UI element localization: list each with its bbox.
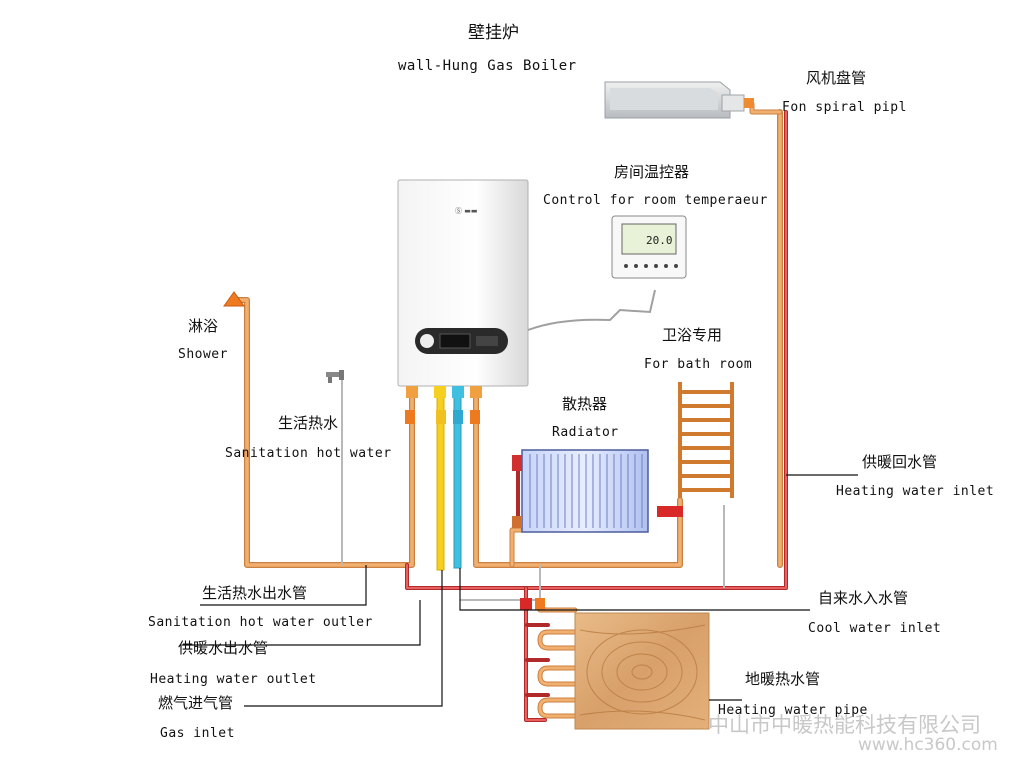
heating-outlet-label-en: Heating water outlet [150, 672, 317, 687]
fan-label-en: Fon spiral pipl [782, 100, 907, 115]
return-water-pipes [405, 110, 788, 722]
shower-label-cn: 淋浴 [188, 317, 219, 335]
shower-label-en: Shower [178, 347, 228, 362]
sanitation-label-cn: 生活热水 [278, 414, 339, 432]
gas-label-en: Gas inlet [160, 726, 235, 741]
thermostat-reading: 20.0 [646, 234, 673, 247]
manifold-valve [520, 598, 532, 610]
floor-label-cn: 地暖热水管 [745, 670, 821, 688]
towel-radiator [678, 382, 734, 498]
thermostat-label-en: Control for room temperaeur [543, 193, 768, 208]
room-thermostat: 20.0 [611, 215, 687, 279]
watermark-url: www.hc360.com [858, 735, 998, 755]
boiler-title-cn: 壁挂炉 [468, 23, 519, 43]
thermostat-label-cn: 房间温控器 [614, 163, 690, 181]
radiator-label-en: Radiator [552, 425, 619, 440]
leader-lines [182, 474, 858, 707]
svg-text:Ⓢ ▬▬: Ⓢ ▬▬ [455, 207, 477, 215]
gas-boiler: Ⓢ ▬▬ [397, 179, 529, 424]
shower-head-icon [223, 291, 245, 307]
radiator-label-cn: 散热器 [562, 395, 608, 413]
floor-heating-panel [574, 612, 710, 730]
floor-label-en: Heating water pipe [718, 703, 868, 718]
boiler-title-en: wall-Hung Gas Boiler [398, 58, 577, 74]
bath-label-cn: 卫浴专用 [662, 326, 723, 344]
sanitation-outlet-label-en: Sanitation hot water outler [148, 615, 373, 630]
watermark-company: 中山市中暖热能科技有限公司 [708, 713, 981, 737]
radiator [512, 449, 649, 533]
sanitation-label-en: Sanitation hot water [225, 446, 392, 461]
tap-icon [326, 370, 344, 383]
thermostat-cable [527, 289, 656, 331]
cool-label-en: Cool water inlet [808, 621, 942, 636]
fan-label-cn: 风机盘管 [806, 69, 867, 87]
bath-label-en: For bath room [644, 357, 753, 372]
gas-label-cn: 燃气进气管 [158, 694, 234, 712]
heating-inlet-label-cn: 供暖回水管 [862, 453, 938, 471]
fan-coil-unit [604, 81, 754, 119]
cool-label-cn: 自来水入水管 [818, 589, 909, 607]
heating-outlet-label-cn: 供暖水出水管 [178, 639, 269, 657]
towel-valve [657, 506, 683, 517]
heating-inlet-label-en: Heating water inlet [836, 484, 995, 499]
sanitation-outlet-label-cn: 生活热水出水管 [202, 584, 308, 602]
manifold-valve-2 [535, 598, 545, 610]
